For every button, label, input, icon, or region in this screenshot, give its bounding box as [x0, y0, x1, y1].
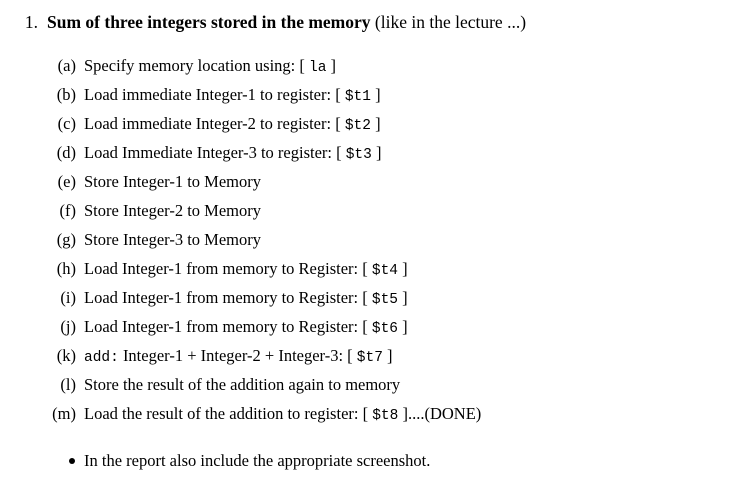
list-item: (f) Store Integer-2 to Memory [0, 200, 737, 229]
list-item-suffix: ....(DONE) [407, 404, 482, 423]
list-item-label: (b) [56, 85, 76, 104]
list-item-label: (f) [59, 201, 76, 220]
bullet-marker [0, 450, 84, 472]
register-code: $t8 [372, 408, 399, 424]
bullet-list: In the report also include the appropria… [0, 450, 737, 472]
list-item-description: Load Integer-1 from memory to Register: [84, 259, 363, 278]
numbered-item-1: 1. Sum of three integers stored in the m… [0, 11, 737, 33]
bracket-close: ] [370, 114, 381, 133]
list-item-text: Load Integer-1 from memory to Register: … [84, 287, 408, 311]
bracket-open: [ [335, 114, 345, 133]
list-item-description: Load the result of the addition to regis… [84, 404, 363, 423]
list-item-text: Store Integer-3 to Memory [84, 229, 261, 251]
list-item: (a) Specify memory location using: [ la ] [0, 55, 737, 84]
list-item-description: Store Integer-1 to Memory [84, 172, 261, 191]
list-item: (k) add: Integer-1 + Integer-2 + Integer-… [0, 345, 737, 374]
bracket-open: [ [299, 56, 310, 75]
list-item: (d) Load Immediate Integer-3 to register:… [0, 142, 737, 171]
list-item-label: (l) [60, 375, 76, 394]
list-item-text: Load Immediate Integer-3 to register: [ … [84, 142, 381, 166]
list-item-label: (m) [52, 404, 76, 423]
register-code: $t7 [356, 350, 383, 366]
bullet-dot-icon [69, 458, 75, 465]
register-code: $t4 [371, 263, 398, 279]
list-item-description: Load Integer-1 from memory to Register: [84, 288, 363, 307]
list-item: In the report also include the appropria… [0, 450, 737, 472]
list-item-label: (e) [57, 172, 76, 191]
list-item: (i) Load Integer-1 from memory to Registe… [0, 287, 737, 316]
register-code: $t2 [344, 118, 371, 134]
list-item: (m) Load the result of the addition to re… [0, 403, 737, 432]
list-item-description: Integer-1 + Integer-2 + Integer-3: [118, 346, 348, 365]
item-number: 1. [24, 12, 38, 32]
list-item-text: Load immediate Integer-1 to register: [ … [84, 84, 381, 108]
bracket-open: [ [362, 259, 372, 278]
list-item-label: (h) [56, 259, 76, 278]
list-item-text: add: Integer-1 + Integer-2 + Integer-3: … [84, 345, 393, 369]
list-item-description: Load immediate Integer-2 to register: [84, 114, 336, 133]
list-item: (j) Load Integer-1 from memory to Registe… [0, 316, 737, 345]
title-parenthetical: (like in the lecture ...) [370, 12, 527, 32]
bracket-open: [ [347, 346, 357, 365]
list-item-text: Load Integer-1 from memory to Register: … [84, 258, 408, 282]
list-item-label: (c) [57, 114, 76, 133]
list-item-description: Store Integer-2 to Memory [84, 201, 261, 220]
list-item: (h) Load Integer-1 from memory to Registe… [0, 258, 737, 287]
list-item-description: Specify memory location using: [84, 56, 300, 75]
bracket-open: [ [362, 317, 372, 336]
list-item-text: Store Integer-2 to Memory [84, 200, 261, 222]
list-item: (b) Load immediate Integer-1 to register:… [0, 84, 737, 113]
bracket-close: ] [398, 259, 408, 278]
list-item-description: Store Integer-3 to Memory [84, 230, 261, 249]
list-item-text: Load immediate Integer-2 to register: [ … [84, 113, 381, 137]
list-item-label: (j) [60, 317, 76, 336]
list-item-text: Specify memory location using: [ la ] [84, 55, 336, 79]
list-item: (g) Store Integer-3 to Memory [0, 229, 737, 258]
list-item-label: (g) [56, 230, 76, 249]
list-item-text: Load Integer-1 from memory to Register: … [84, 316, 408, 340]
bracket-open: [ [336, 143, 346, 162]
bracket-close: ] [382, 346, 393, 365]
list-item-text: Load the result of the addition to regis… [84, 403, 481, 427]
list-item-label: (i) [60, 288, 76, 307]
register-code: $t1 [344, 89, 371, 105]
list-item-description: Load Integer-1 from memory to Register: [84, 317, 363, 336]
register-code: $t5 [371, 292, 398, 308]
bracket-close: ] [398, 404, 408, 423]
bracket-open: [ [335, 85, 345, 104]
bracket-close: ] [398, 317, 408, 336]
register-code: $t3 [345, 147, 372, 163]
list-item-label: (a) [57, 56, 76, 75]
page-title: Sum of three integers stored in the memo… [47, 11, 526, 33]
list-item-text: Store Integer-1 to Memory [84, 171, 261, 193]
list-item-description: Load immediate Integer-1 to register: [84, 85, 336, 104]
list-item-description: Store the result of the addition again t… [84, 375, 401, 394]
list-item-label: (d) [56, 143, 76, 162]
list-item-text: Store the result of the addition again t… [84, 374, 400, 396]
list-item: (e) Store Integer-1 to Memory [0, 171, 737, 200]
register-code: $t6 [371, 321, 398, 337]
instruction-mnemonic: add: [84, 350, 119, 366]
bracket-close: ] [371, 143, 382, 162]
title-bold-text: Sum of three integers stored in the memo… [47, 12, 371, 32]
bracket-close: ] [326, 56, 337, 75]
register-code: la [309, 60, 327, 76]
bracket-close: ] [370, 85, 381, 104]
list-item-label: (k) [56, 346, 76, 365]
bracket-open: [ [362, 404, 373, 423]
list-item: (l) Store the result of the addition agai… [0, 374, 737, 403]
bracket-close: ] [398, 288, 408, 307]
bullet-item-text: In the report also include the appropria… [84, 451, 431, 470]
sub-list: (a) Specify memory location using: [ la ]… [0, 55, 737, 432]
list-item: (c) Load immediate Integer-2 to register:… [0, 113, 737, 142]
bracket-open: [ [362, 288, 372, 307]
list-item-description: Load Immediate Integer-3 to register: [84, 143, 337, 162]
